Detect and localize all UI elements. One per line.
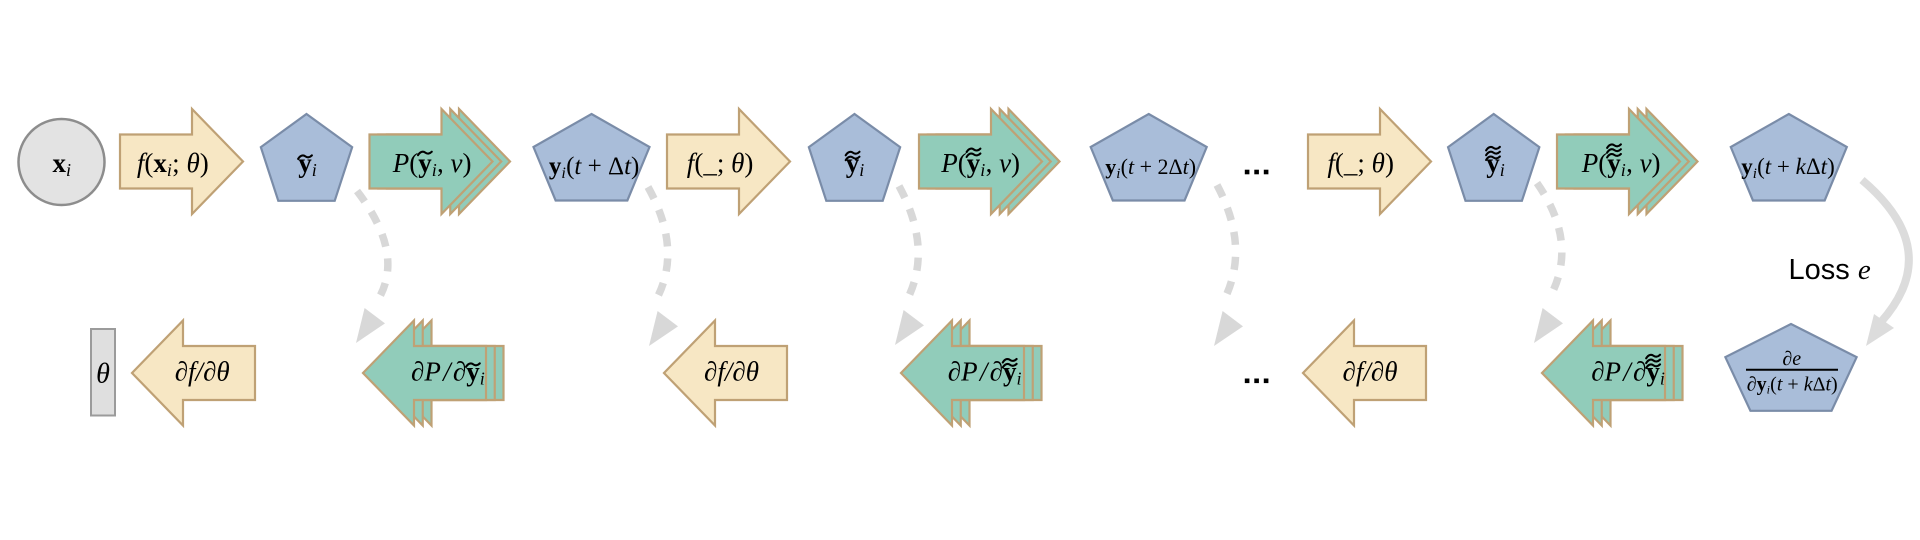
svg-text:∂f/∂θ: ∂f/∂θ bbox=[175, 357, 230, 387]
svg-text:yi: yi bbox=[846, 148, 865, 180]
svg-text:∂P / ∂yi: ∂P / ∂yi bbox=[948, 357, 1022, 389]
svg-text:∂P / ∂yi: ∂P / ∂yi bbox=[411, 357, 485, 389]
svg-text:P(yi , ν): P(yi , ν) bbox=[1581, 148, 1661, 180]
svg-text:yi (t + kΔt): yi (t + kΔt) bbox=[1741, 154, 1835, 182]
svg-text:∂yi (t + kΔt): ∂yi (t + kΔt) bbox=[1747, 374, 1838, 397]
svg-text:∂e: ∂e bbox=[1782, 348, 1801, 370]
svg-text:yi: yi bbox=[1486, 148, 1505, 180]
svg-text:f(_; θ): f(_; θ) bbox=[1327, 148, 1394, 178]
svg-text:Loss e: Loss e bbox=[1789, 254, 1871, 286]
svg-text:yi (t + Δt): yi (t + Δt) bbox=[549, 153, 639, 182]
svg-text:f(_; θ): f(_; θ) bbox=[687, 148, 754, 178]
svg-text:xi: xi bbox=[53, 148, 72, 180]
svg-text:yi (t + 2Δt): yi (t + 2Δt) bbox=[1105, 154, 1196, 182]
svg-text:∂f/∂θ: ∂f/∂θ bbox=[704, 357, 759, 387]
svg-text:∂f/∂θ: ∂f/∂θ bbox=[1343, 357, 1398, 387]
svg-text:P(yi , ν): P(yi , ν) bbox=[392, 148, 472, 180]
svg-text:θ: θ bbox=[96, 359, 110, 390]
svg-text:f(xi ; θ): f(xi ; θ) bbox=[137, 148, 209, 180]
svg-text:∂P / ∂yi: ∂P / ∂yi bbox=[1591, 357, 1665, 389]
